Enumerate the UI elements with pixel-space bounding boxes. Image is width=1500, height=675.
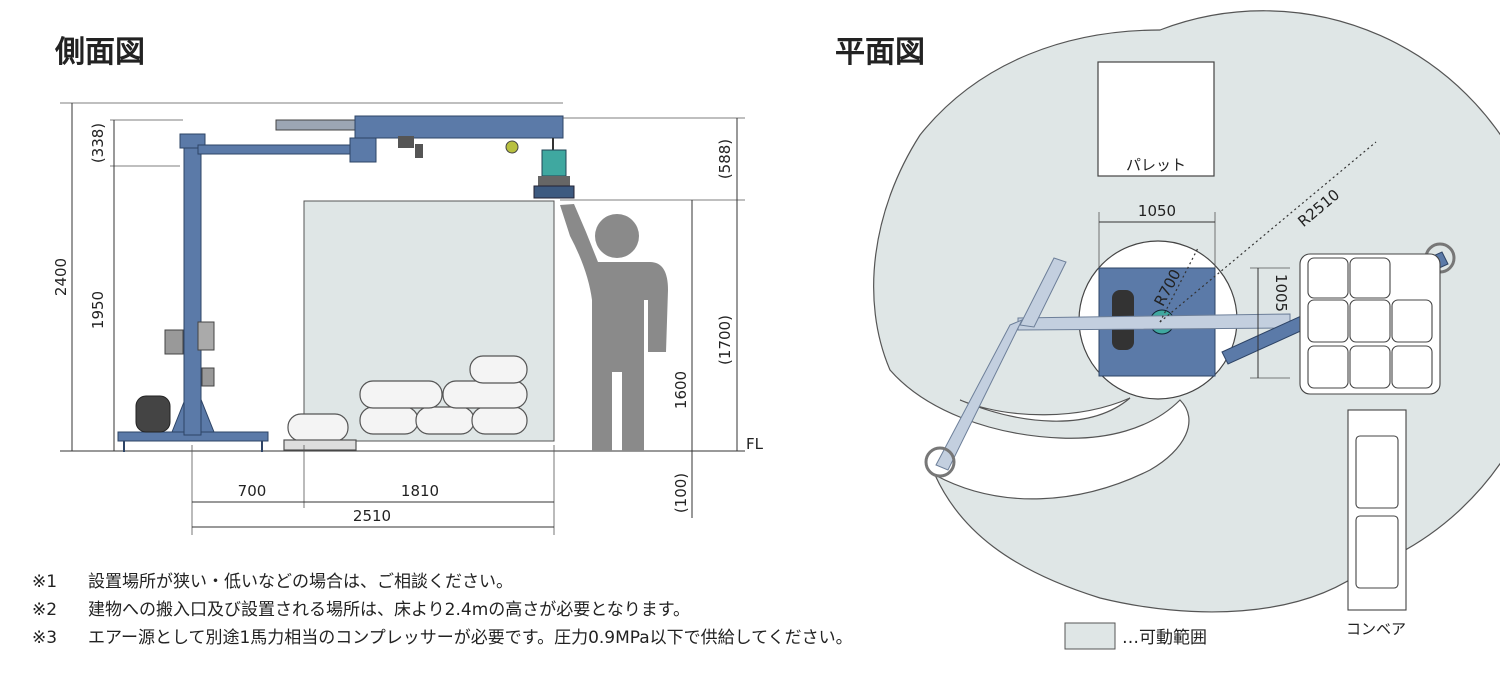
side-view-title: 側面図 <box>54 35 145 70</box>
note-2-mark: ※2 <box>32 600 57 620</box>
plan-load-grid <box>1299 253 1441 395</box>
dim-total-length: 2510 <box>353 507 391 525</box>
dim-top-offset: (338) <box>89 123 107 163</box>
dim-upper-clearance: (588) <box>716 139 734 179</box>
conveyor <box>1347 409 1407 611</box>
plan-view-title: 平面図 <box>835 35 925 70</box>
conveyor-label: コンベア <box>1346 620 1406 638</box>
person-silhouette <box>560 204 668 451</box>
dim-work-height: (1700) <box>716 315 734 365</box>
pallet-box <box>1097 61 1215 177</box>
note-3-text: エアー源として別途1馬力相当のコンプレッサーが必要です。圧力0.9MPa以下で供… <box>88 628 853 648</box>
dim-base-width: 700 <box>238 482 267 500</box>
floor-label: FL <box>746 435 764 453</box>
note-3-mark: ※3 <box>32 628 57 648</box>
dim-plan-base-depth: 1005 <box>1272 274 1290 312</box>
dim-plan-base-width: 1050 <box>1138 202 1176 220</box>
pallet-label: パレット <box>1126 156 1186 174</box>
legend-swatch <box>1064 622 1116 650</box>
legend-label: …可動範囲 <box>1122 628 1207 648</box>
dim-below-floor: (100) <box>672 473 690 513</box>
note-1-text: 設置場所が狭い・低いなどの場合は、ご相談ください。 <box>88 572 513 592</box>
note-2-text: 建物への搬入口及び設置される場所は、床より2.4mの高さが必要となります。 <box>88 600 690 620</box>
note-1-mark: ※1 <box>32 572 57 592</box>
dim-pillar-height: 1950 <box>89 291 107 329</box>
dim-load-height: 1600 <box>672 371 690 409</box>
dim-total-height: 2400 <box>52 258 70 296</box>
dim-reach: 1810 <box>401 482 439 500</box>
crane-side <box>117 115 575 452</box>
load-bags <box>283 355 528 451</box>
